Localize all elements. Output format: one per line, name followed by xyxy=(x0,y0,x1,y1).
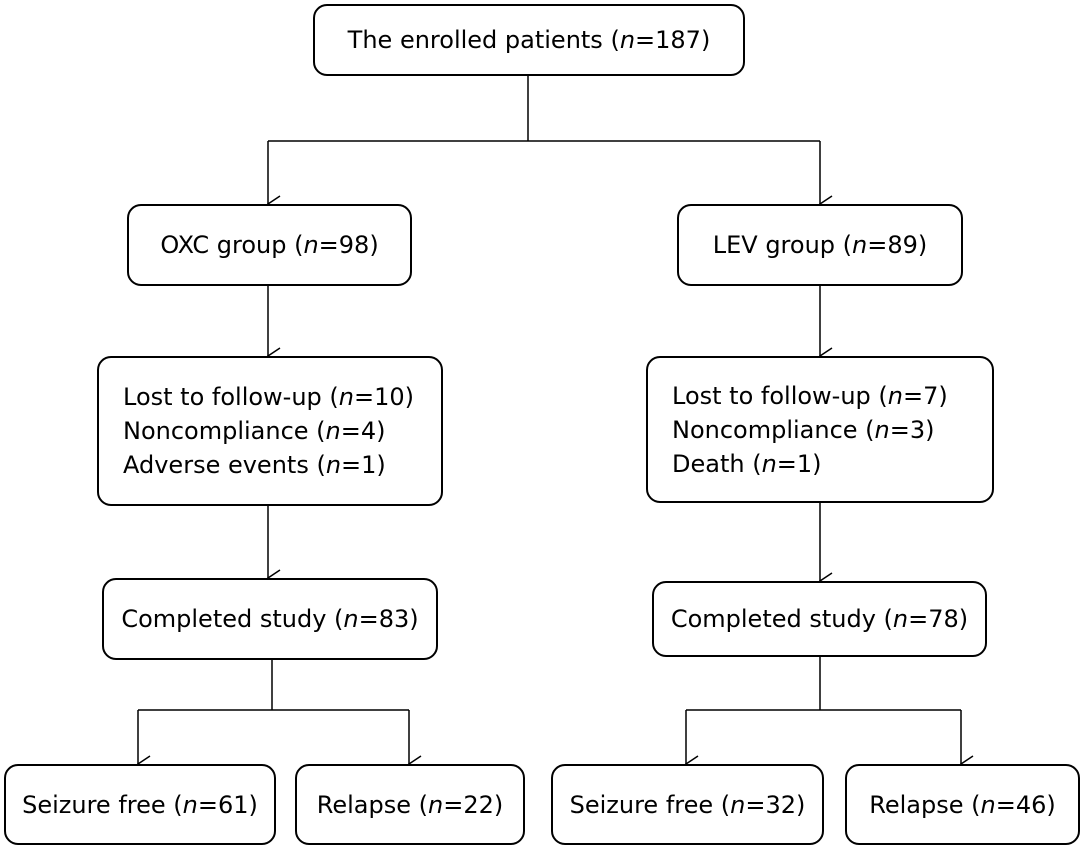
node-label-line: The enrolled patients (n=187) xyxy=(347,26,711,54)
node-label-line: Completed study (n=83) xyxy=(121,605,419,633)
node-lev-completed: Completed study (n=78) xyxy=(652,581,987,657)
node-oxc-excluded: Lost to follow-up (n=10) Noncompliance (… xyxy=(97,356,443,506)
node-label-line: Lost to follow-up (n=7) xyxy=(672,381,948,410)
node-lev-relapse: Relapse (n=46) xyxy=(845,764,1080,845)
node-label-line: Relapse (n=46) xyxy=(869,790,1056,819)
node-label-line: Adverse events (n=1) xyxy=(123,451,386,479)
node-label-line: OXC group (n=98) xyxy=(160,231,379,259)
node-label-line: Death (n=1) xyxy=(672,449,822,478)
node-lev-excluded: Lost to follow-up (n=7) Noncompliance (n… xyxy=(646,356,994,503)
node-label-line: Seizure free (n=32) xyxy=(569,790,806,819)
node-label-line: LEV group (n=89) xyxy=(712,231,928,259)
node-label-line: Seizure free (n=61) xyxy=(22,790,258,819)
node-oxc-relapse: Relapse (n=22) xyxy=(295,764,525,845)
node-label-line: Lost to follow-up (n=10) xyxy=(123,383,415,411)
node-oxc-seizure-free: Seizure free (n=61) xyxy=(4,764,276,845)
node-enrolled-patients: The enrolled patients (n=187) xyxy=(313,4,745,76)
node-label-line: Noncompliance (n=4) xyxy=(123,417,386,445)
node-label-line: Completed study (n=78) xyxy=(670,605,969,633)
node-label-line: Relapse (n=22) xyxy=(316,790,504,819)
node-oxc-completed: Completed study (n=83) xyxy=(102,578,438,660)
node-oxc-group: OXC group (n=98) xyxy=(127,204,412,286)
node-label-line: Noncompliance (n=3) xyxy=(672,415,935,444)
node-lev-group: LEV group (n=89) xyxy=(677,204,963,286)
node-lev-seizure-free: Seizure free (n=32) xyxy=(551,764,824,845)
